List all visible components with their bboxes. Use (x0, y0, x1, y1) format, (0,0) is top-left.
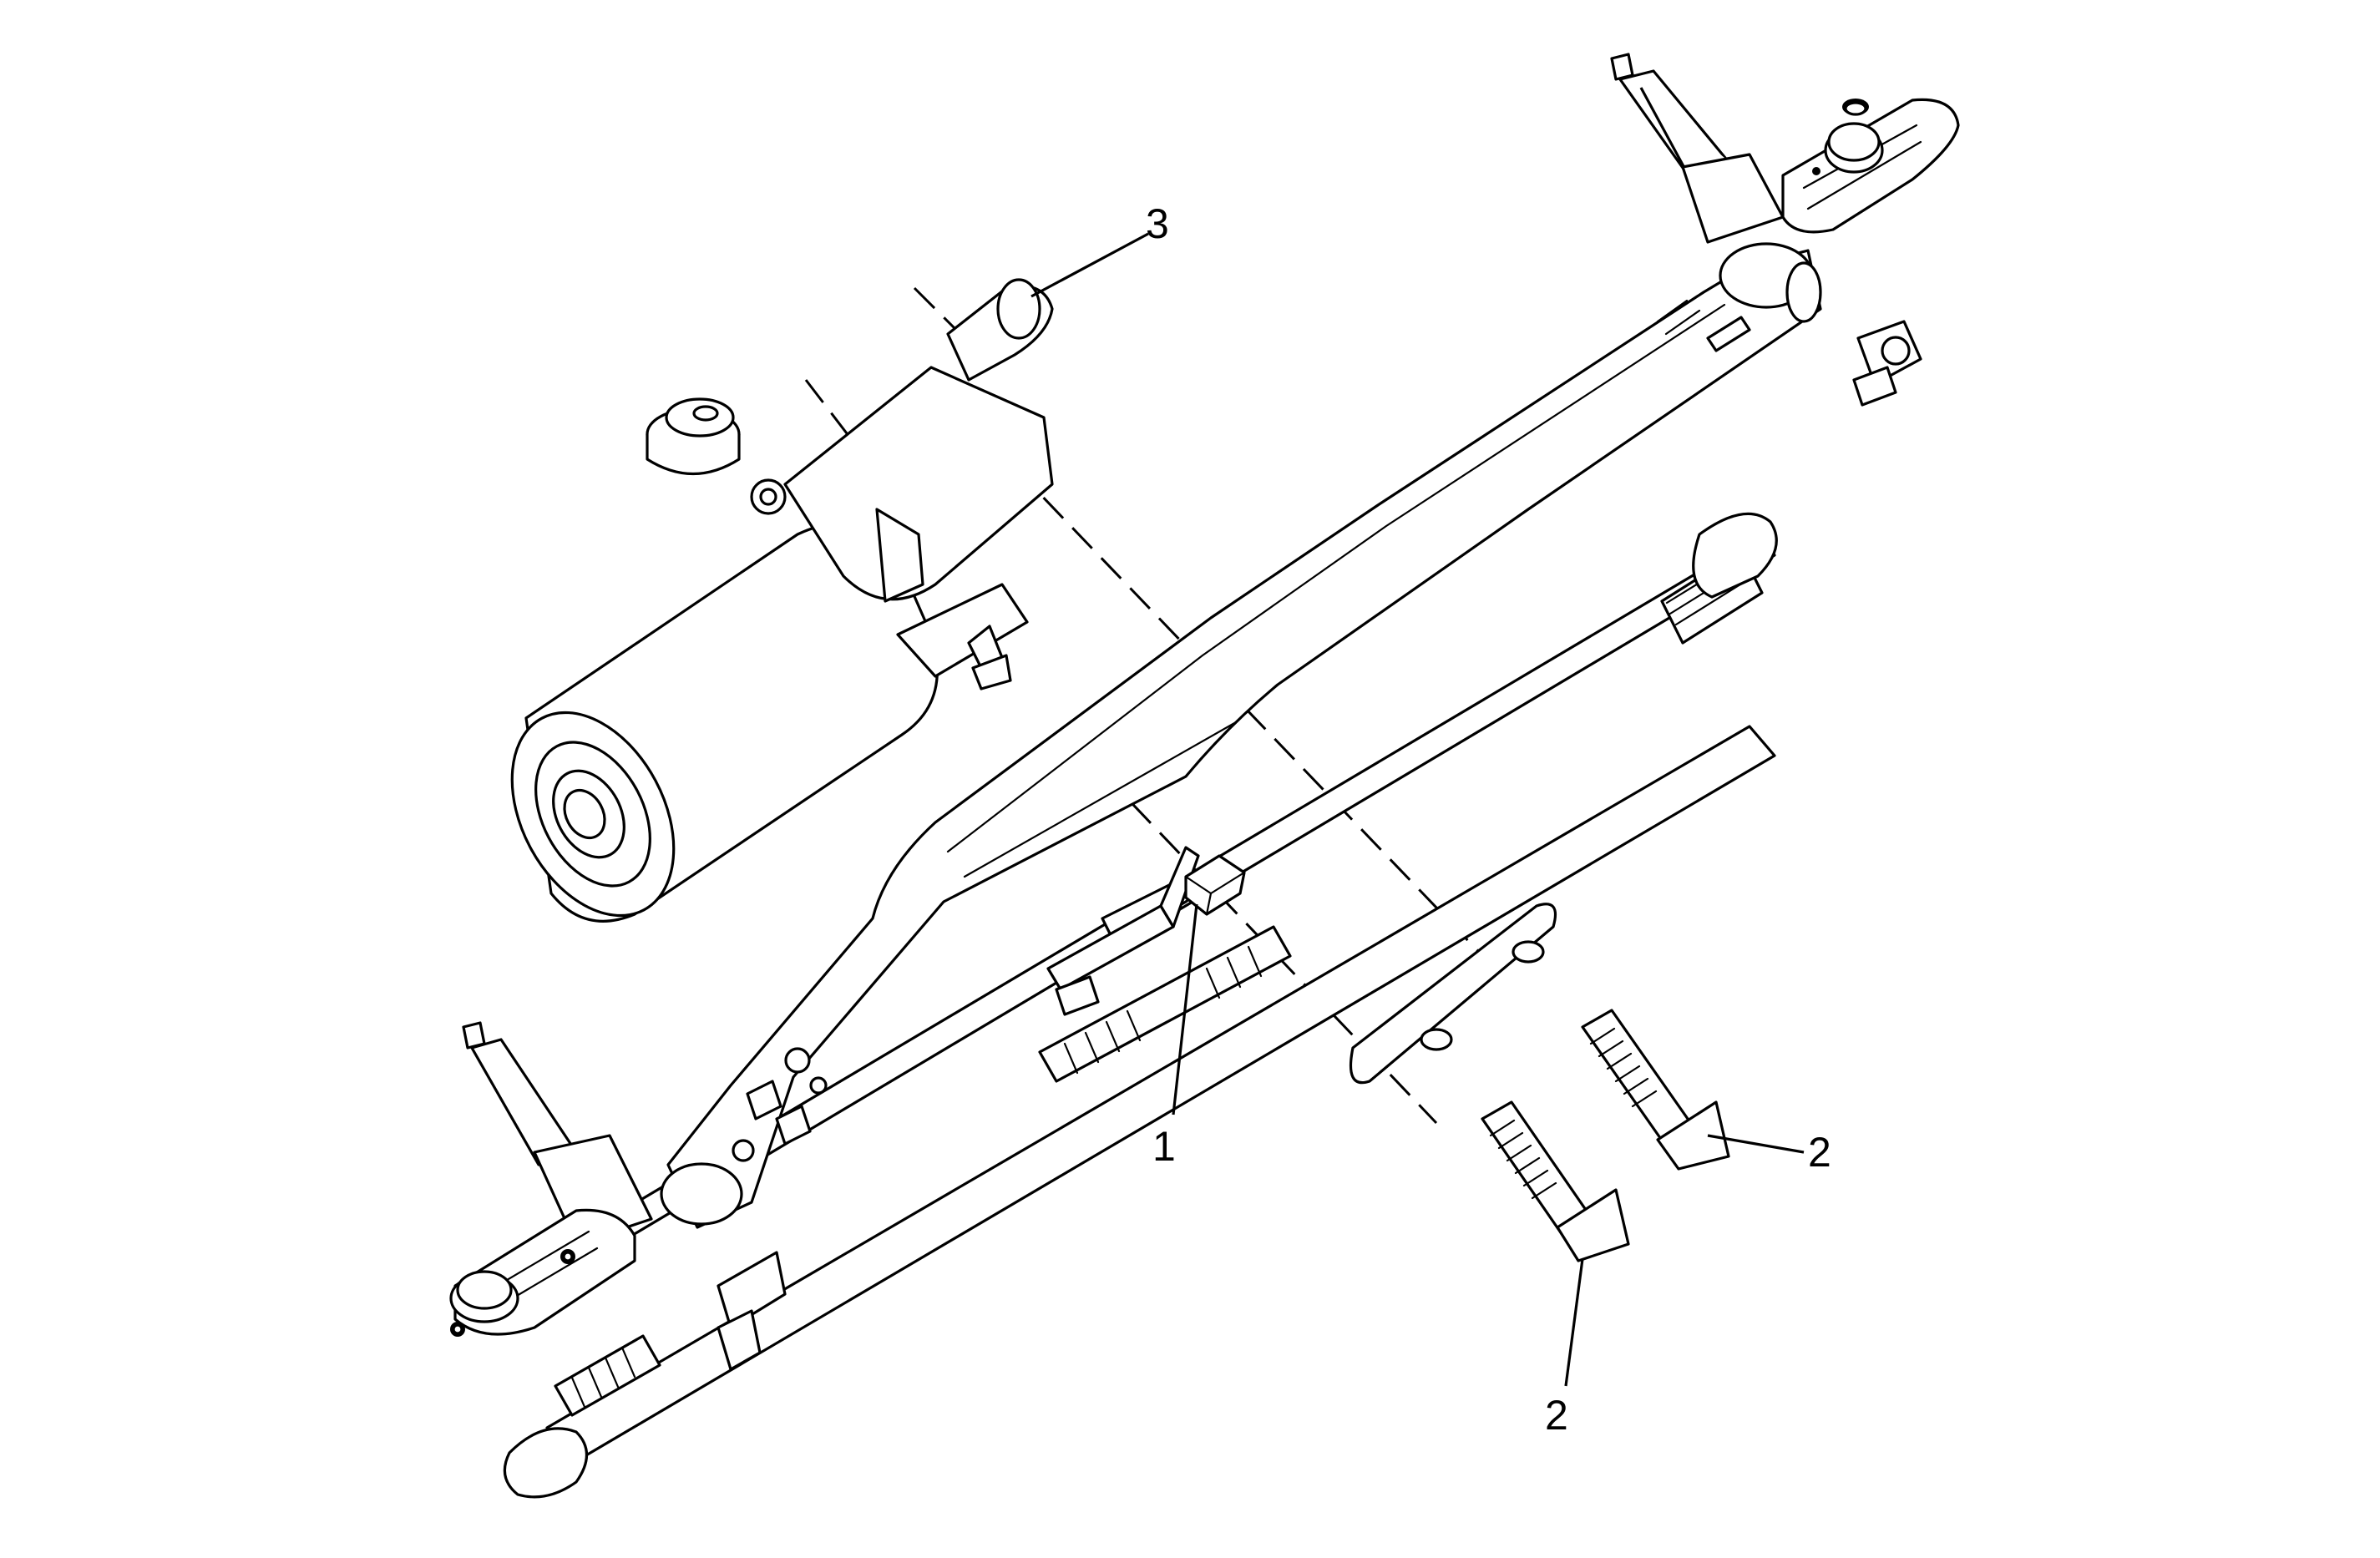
pivot-nut (1184, 854, 1246, 916)
leader-3 (1030, 232, 1149, 298)
rod-grip-left (554, 1334, 661, 1417)
callout-2a: 2 (1808, 1129, 1831, 1176)
callout-1: 1 (1152, 1123, 1176, 1170)
left-pivot-assembly (449, 1021, 787, 1371)
middle-mount-bracket (1046, 846, 1208, 1016)
left-ball-socket (503, 1427, 588, 1499)
right-pivot-assembly (1610, 53, 1960, 407)
leader-lines (1030, 232, 1805, 1387)
leader-2b (1564, 1258, 1584, 1387)
wiper-frame-tube (660, 242, 1822, 1229)
wiper-motor (510, 278, 1054, 923)
leader-1 (1172, 903, 1198, 1115)
leader-2a (1707, 1134, 1805, 1154)
callout-3: 3 (1146, 200, 1169, 247)
mounting-washer (1349, 903, 1557, 1085)
rod-grip-lower (1038, 925, 1292, 1083)
callout-labels: 1 2 2 3 (1146, 200, 1831, 1439)
bolt-right (1581, 1009, 1730, 1171)
bolt-left (1481, 1100, 1630, 1262)
left-tube-collar (660, 1162, 743, 1226)
right-ball-socket (1692, 512, 1778, 599)
callout-2b: 2 (1545, 1392, 1568, 1439)
